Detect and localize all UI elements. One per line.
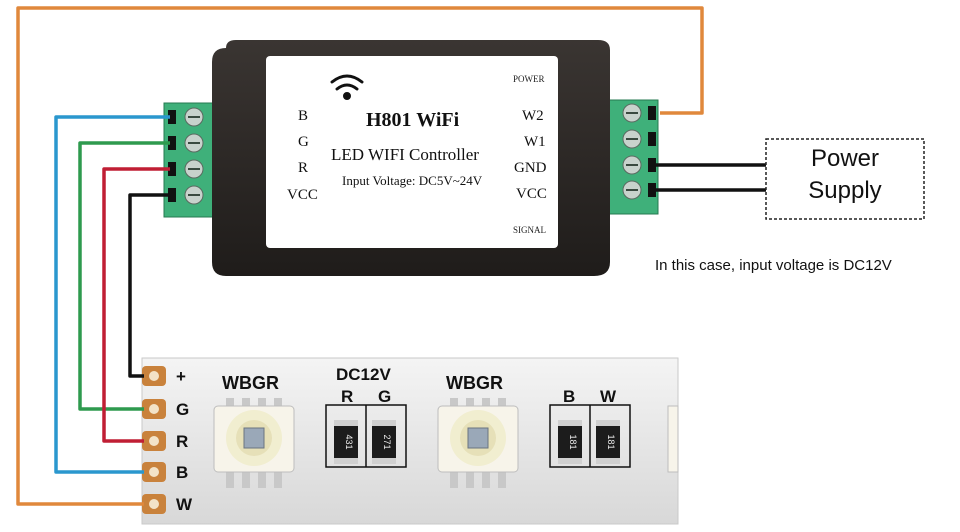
controller-title: H801 WiFi	[366, 109, 460, 131]
resistor-code: 181	[568, 434, 578, 449]
rgbw-led-2: WBGR	[437, 373, 519, 488]
led-label: WBGR	[446, 373, 503, 393]
resistor-code: 271	[382, 434, 392, 449]
terminal-block-right	[603, 99, 659, 215]
pin-label-w2: W2	[522, 108, 544, 124]
channel-label: G	[378, 387, 391, 406]
pad-plus: +	[142, 366, 186, 386]
resistor-code: 181	[606, 434, 616, 449]
wire-green-g	[78, 141, 170, 411]
resistor-group-2: B W 181 181	[549, 387, 631, 468]
pad-label: +	[176, 367, 186, 386]
power-label: POWER	[513, 74, 545, 84]
pad-label: R	[176, 432, 188, 451]
voltage-note: In this case, input voltage is DC12V	[655, 257, 892, 274]
pad-w: W	[142, 494, 193, 514]
pin-label-vcc-right: VCC	[516, 186, 547, 202]
voltage-marking: DC12V	[336, 365, 391, 384]
resistor-group-1: DC12V R G 431 271	[325, 365, 407, 468]
wire-blue-b	[54, 115, 170, 474]
pin-label-b: B	[298, 108, 308, 124]
signal-label: SIGNAL	[513, 225, 546, 235]
pin-label-r: R	[298, 160, 308, 176]
controller-housing: POWER H801 WiFi LED WIFI Controller Inpu…	[212, 40, 610, 276]
controller-subtitle: LED WIFI Controller	[331, 145, 479, 164]
pin-label-gnd: GND	[514, 160, 547, 176]
channel-label: B	[563, 387, 575, 406]
pin-label-w1: W1	[524, 134, 546, 150]
controller-voltage: Input Voltage: DC5V~24V	[342, 173, 483, 188]
pad-label: G	[176, 400, 189, 419]
channel-label: R	[341, 387, 353, 406]
pad-label: B	[176, 463, 188, 482]
pad-b: B	[142, 462, 188, 482]
rgbw-led-1: WBGR	[213, 373, 295, 488]
strip-pads: + G R B W	[142, 366, 193, 514]
led-label: WBGR	[222, 373, 279, 393]
wifi-icon	[330, 74, 364, 100]
resistor-code: 431	[344, 434, 354, 449]
wire-orange-w	[16, 6, 704, 506]
wire-black-vcc	[128, 193, 170, 378]
channel-label: W	[600, 387, 617, 406]
pad-r: R	[142, 431, 188, 451]
power-supply-line1: Power	[811, 145, 879, 172]
wires	[16, 6, 768, 506]
pad-label: W	[176, 495, 193, 514]
power-supply-line2: Supply	[808, 177, 881, 204]
pin-label-g: G	[298, 134, 309, 150]
wire-red-r	[102, 167, 170, 443]
power-supply: Power Supply	[765, 138, 925, 220]
terminal-block-left	[163, 102, 215, 218]
pad-g: G	[142, 399, 189, 419]
rgbw-led-3-partial	[667, 405, 679, 473]
led-strip: + G R B W W	[141, 357, 679, 525]
pin-label-vcc: VCC	[287, 187, 318, 203]
controller-label-sticker	[266, 56, 558, 248]
